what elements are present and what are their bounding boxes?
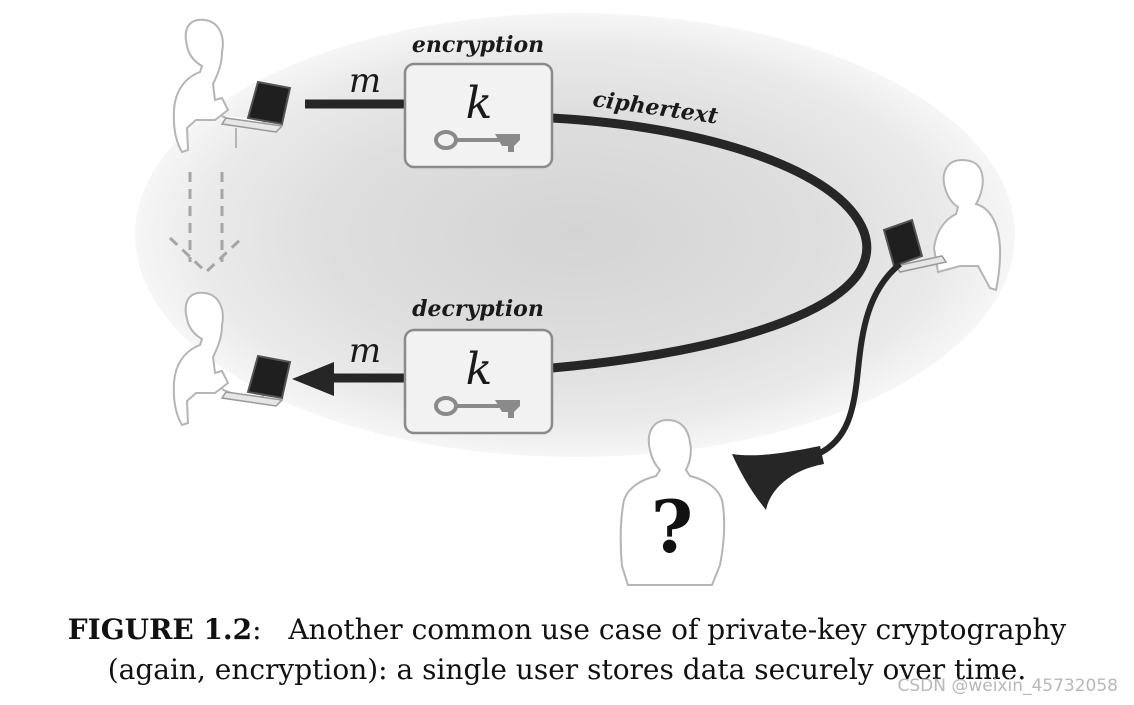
unknown-person-icon [619, 418, 726, 586]
encryption-box: k [403, 62, 554, 169]
encryption-label: encryption [412, 32, 544, 58]
decryption-key-letter: k [466, 344, 493, 395]
encryption-key-icon [434, 130, 520, 152]
decryption-box: k [403, 328, 554, 435]
watermark-text: CSDN @weixin_45732058 [897, 676, 1118, 696]
message-top-label: m [349, 61, 381, 101]
decryption-key-icon [434, 396, 520, 418]
decryption-label: decryption [412, 296, 544, 322]
laptop-bottom-left-icon [220, 354, 292, 407]
ciphertext-curve [551, 113, 872, 373]
laptop-right-icon [882, 218, 948, 273]
leak-tail-icon [732, 261, 902, 510]
question-mark-icon: ? [651, 484, 693, 569]
caption-figure-label: FIGURE 1.2 [67, 613, 253, 646]
message-bottom-label: m [349, 331, 381, 371]
background-ellipse [135, 13, 1015, 457]
message-out-arrowhead-icon [292, 362, 334, 396]
laptop-top-left-icon [220, 80, 292, 133]
caption-text-line-1: Another common use case of private-key c… [288, 613, 1067, 646]
time-dashed-arrow-icon [168, 172, 244, 275]
data-flow-path [292, 99, 872, 396]
caption-separator: : [252, 613, 262, 646]
encryption-key-letter: k [466, 78, 493, 129]
caption-line-2: (again, encryption): a single user store… [107, 653, 1027, 686]
person-bottom-left-icon [172, 291, 267, 427]
figure-caption: FIGURE 1.2: Another common use case of p… [0, 610, 1134, 690]
caption-line-1: FIGURE 1.2: Another common use case of p… [0, 610, 1134, 650]
person-right-icon [932, 158, 1002, 292]
